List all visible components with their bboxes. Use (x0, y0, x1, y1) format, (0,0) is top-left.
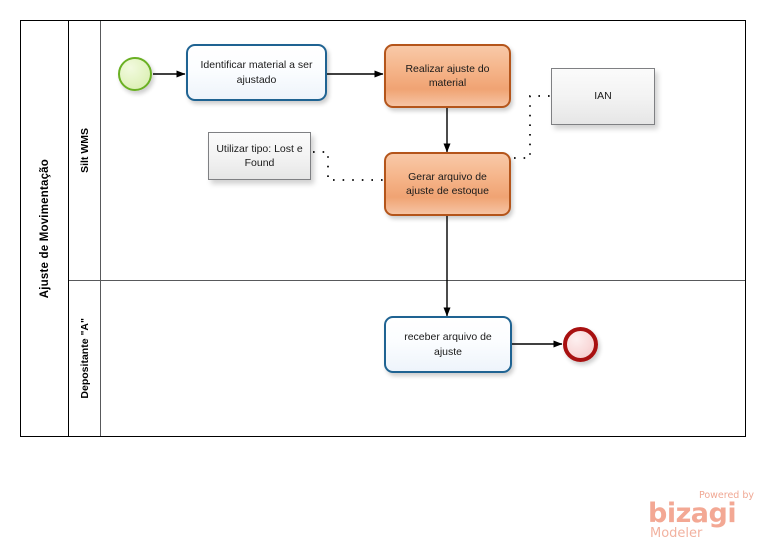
bizagi-watermark: Powered by bizagi Modeler (648, 490, 756, 544)
pool-title-label: Ajuste de Movimentação (38, 158, 51, 299)
lane-depositante-a[interactable]: Depositante "A" (69, 281, 745, 436)
watermark-powered-by: Powered by (698, 490, 754, 501)
task-label: Identificar material a ser ajustado (200, 59, 313, 86)
lane-label: Depositante "A" (78, 318, 91, 399)
annotation-label: Utilizar tipo: Lost e Found (216, 142, 303, 169)
task-receber-arquivo[interactable]: receber arquivo de ajuste (384, 316, 512, 373)
end-event[interactable] (563, 327, 598, 362)
start-event[interactable] (118, 57, 152, 91)
watermark-brand: bizagi (648, 498, 737, 529)
lane-title-silt-wms: Silt WMS (69, 21, 101, 280)
annotation-ian[interactable]: IAN (551, 68, 655, 125)
lane-silt-wms[interactable]: Silt WMS (69, 21, 745, 281)
annotation-utilizar-tipo-lost-e-found[interactable]: Utilizar tipo: Lost e Found (208, 132, 311, 180)
task-identificar-material[interactable]: Identificar material a ser ajustado (186, 44, 327, 101)
task-label: Gerar arquivo de ajuste de estoque (406, 170, 489, 197)
task-label: receber arquivo de ajuste (404, 331, 492, 358)
task-gerar-arquivo[interactable]: Gerar arquivo de ajuste de estoque (384, 152, 511, 216)
lane-title-depositante-a: Depositante "A" (69, 281, 101, 436)
pool-title: Ajuste de Movimentação (21, 21, 69, 436)
annotation-label: IAN (594, 90, 612, 103)
task-realizar-ajuste[interactable]: Realizar ajuste do material (384, 44, 511, 108)
lane-label: Silt WMS (78, 128, 91, 173)
task-label: Realizar ajuste do material (405, 62, 490, 89)
watermark-product: Modeler (650, 526, 703, 541)
